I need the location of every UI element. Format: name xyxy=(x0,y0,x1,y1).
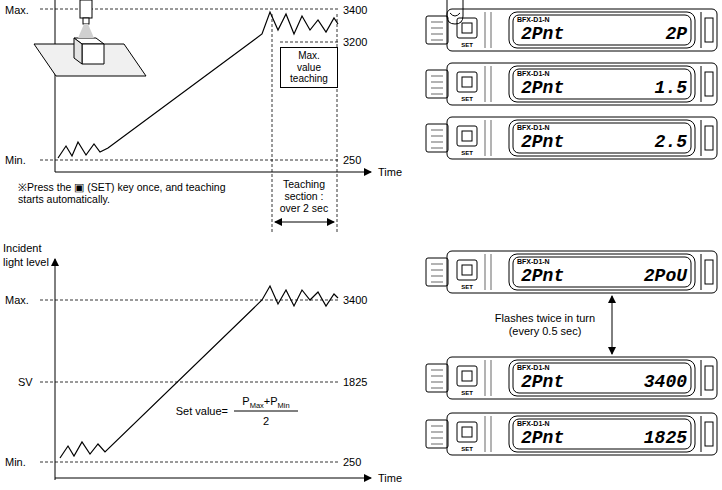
y-axis xyxy=(55,0,56,172)
formula-term: +P xyxy=(264,395,278,408)
axis-level: Max. xyxy=(5,4,29,17)
display-value: 3400 xyxy=(644,372,687,393)
level-value: 3400 xyxy=(343,4,367,17)
x-axis xyxy=(55,172,371,173)
axis-level: SV xyxy=(18,376,33,389)
callout-box: Max. value teaching xyxy=(280,47,338,88)
display-value: 2P xyxy=(665,24,687,45)
model-name: BFX-D1-N xyxy=(517,364,550,372)
display-value: 1.5 xyxy=(655,78,687,99)
sensor-amplifier: BFX-D1-N2Pnt 2.5SET xyxy=(425,116,720,160)
fraction-bar xyxy=(234,411,298,412)
level-value: 1825 xyxy=(343,376,367,389)
model-name: BFX-D1-N xyxy=(517,16,550,24)
sensor-amplifier: BFX-D1-N2Pnt 2P SET xyxy=(425,8,720,52)
model-name: BFX-D1-N xyxy=(517,124,550,132)
level-value: 250 xyxy=(343,456,361,469)
sensor-amplifier: BFX-D1-N2Pnt 1825SET xyxy=(425,412,720,456)
formula-term: P xyxy=(242,395,249,408)
axis-level: Min. xyxy=(5,456,26,469)
axis-level: Min. xyxy=(5,154,26,167)
model-name: BFX-D1-N xyxy=(517,70,550,78)
note-text: ※Press the ▣ (SET) key once, and teachin… xyxy=(18,181,233,205)
teaching-arrow xyxy=(275,222,334,223)
model-name: BFX-D1-N xyxy=(517,258,550,266)
key-label: SET xyxy=(461,42,473,49)
display-value: 2.5 xyxy=(655,132,687,153)
sensor-amplifier: BFX-D1-N2Pnt 2PoU SET xyxy=(425,250,720,294)
x-axis xyxy=(55,478,371,479)
formula-numerator: PMax+PMin xyxy=(242,395,289,408)
display-value: 1825 xyxy=(644,428,687,449)
key-label: SET xyxy=(461,284,473,291)
flash-arrow xyxy=(612,296,613,354)
fiber-head xyxy=(80,0,92,18)
signal-waveform xyxy=(60,286,338,458)
y-axis xyxy=(55,259,56,480)
display-mode: 2Pnt xyxy=(521,428,564,449)
formula-text: Set value= xyxy=(176,405,228,418)
display-mode: 2Pnt xyxy=(521,78,564,99)
level-value: 3400 xyxy=(343,294,367,307)
display-mode: 2Pnt xyxy=(521,24,564,45)
finger xyxy=(447,0,463,24)
axis-title: Time xyxy=(378,472,402,485)
edge-label: Flashes twice in turn (every 0.5 sec) xyxy=(486,312,604,337)
key-label: SET xyxy=(461,96,473,103)
formula-subscript: Min xyxy=(278,402,290,411)
work-plane xyxy=(34,44,146,76)
key-label: SET xyxy=(461,150,473,157)
axis-title: light level xyxy=(3,256,49,269)
axis-title: Time xyxy=(378,166,402,179)
level-value: 3200 xyxy=(343,36,367,49)
formula-subscript: Max xyxy=(250,402,264,411)
signal-waveform xyxy=(58,12,338,158)
formula-term: 2 xyxy=(263,415,269,428)
key-label: SET xyxy=(461,446,473,453)
section-label: Teaching section : over 2 sec xyxy=(273,178,335,214)
sensor-amplifier: BFX-D1-N2Pnt 3400SET xyxy=(425,356,720,400)
callout-text: Max. value teaching xyxy=(285,50,333,85)
key-label: SET xyxy=(461,390,473,397)
display-mode: 2Pnt xyxy=(521,372,564,393)
display-mode: 2Pnt xyxy=(521,132,564,153)
axis-level: Max. xyxy=(5,294,29,307)
display-mode: 2Pnt xyxy=(521,266,564,287)
level-value: 250 xyxy=(343,154,361,167)
fingernail xyxy=(450,13,460,16)
sensor-amplifier: BFX-D1-N2Pnt 1.5SET xyxy=(425,62,720,106)
model-name: BFX-D1-N xyxy=(517,420,550,428)
display-value: 2PoU xyxy=(644,266,687,287)
axis-title: Incident xyxy=(3,242,42,255)
